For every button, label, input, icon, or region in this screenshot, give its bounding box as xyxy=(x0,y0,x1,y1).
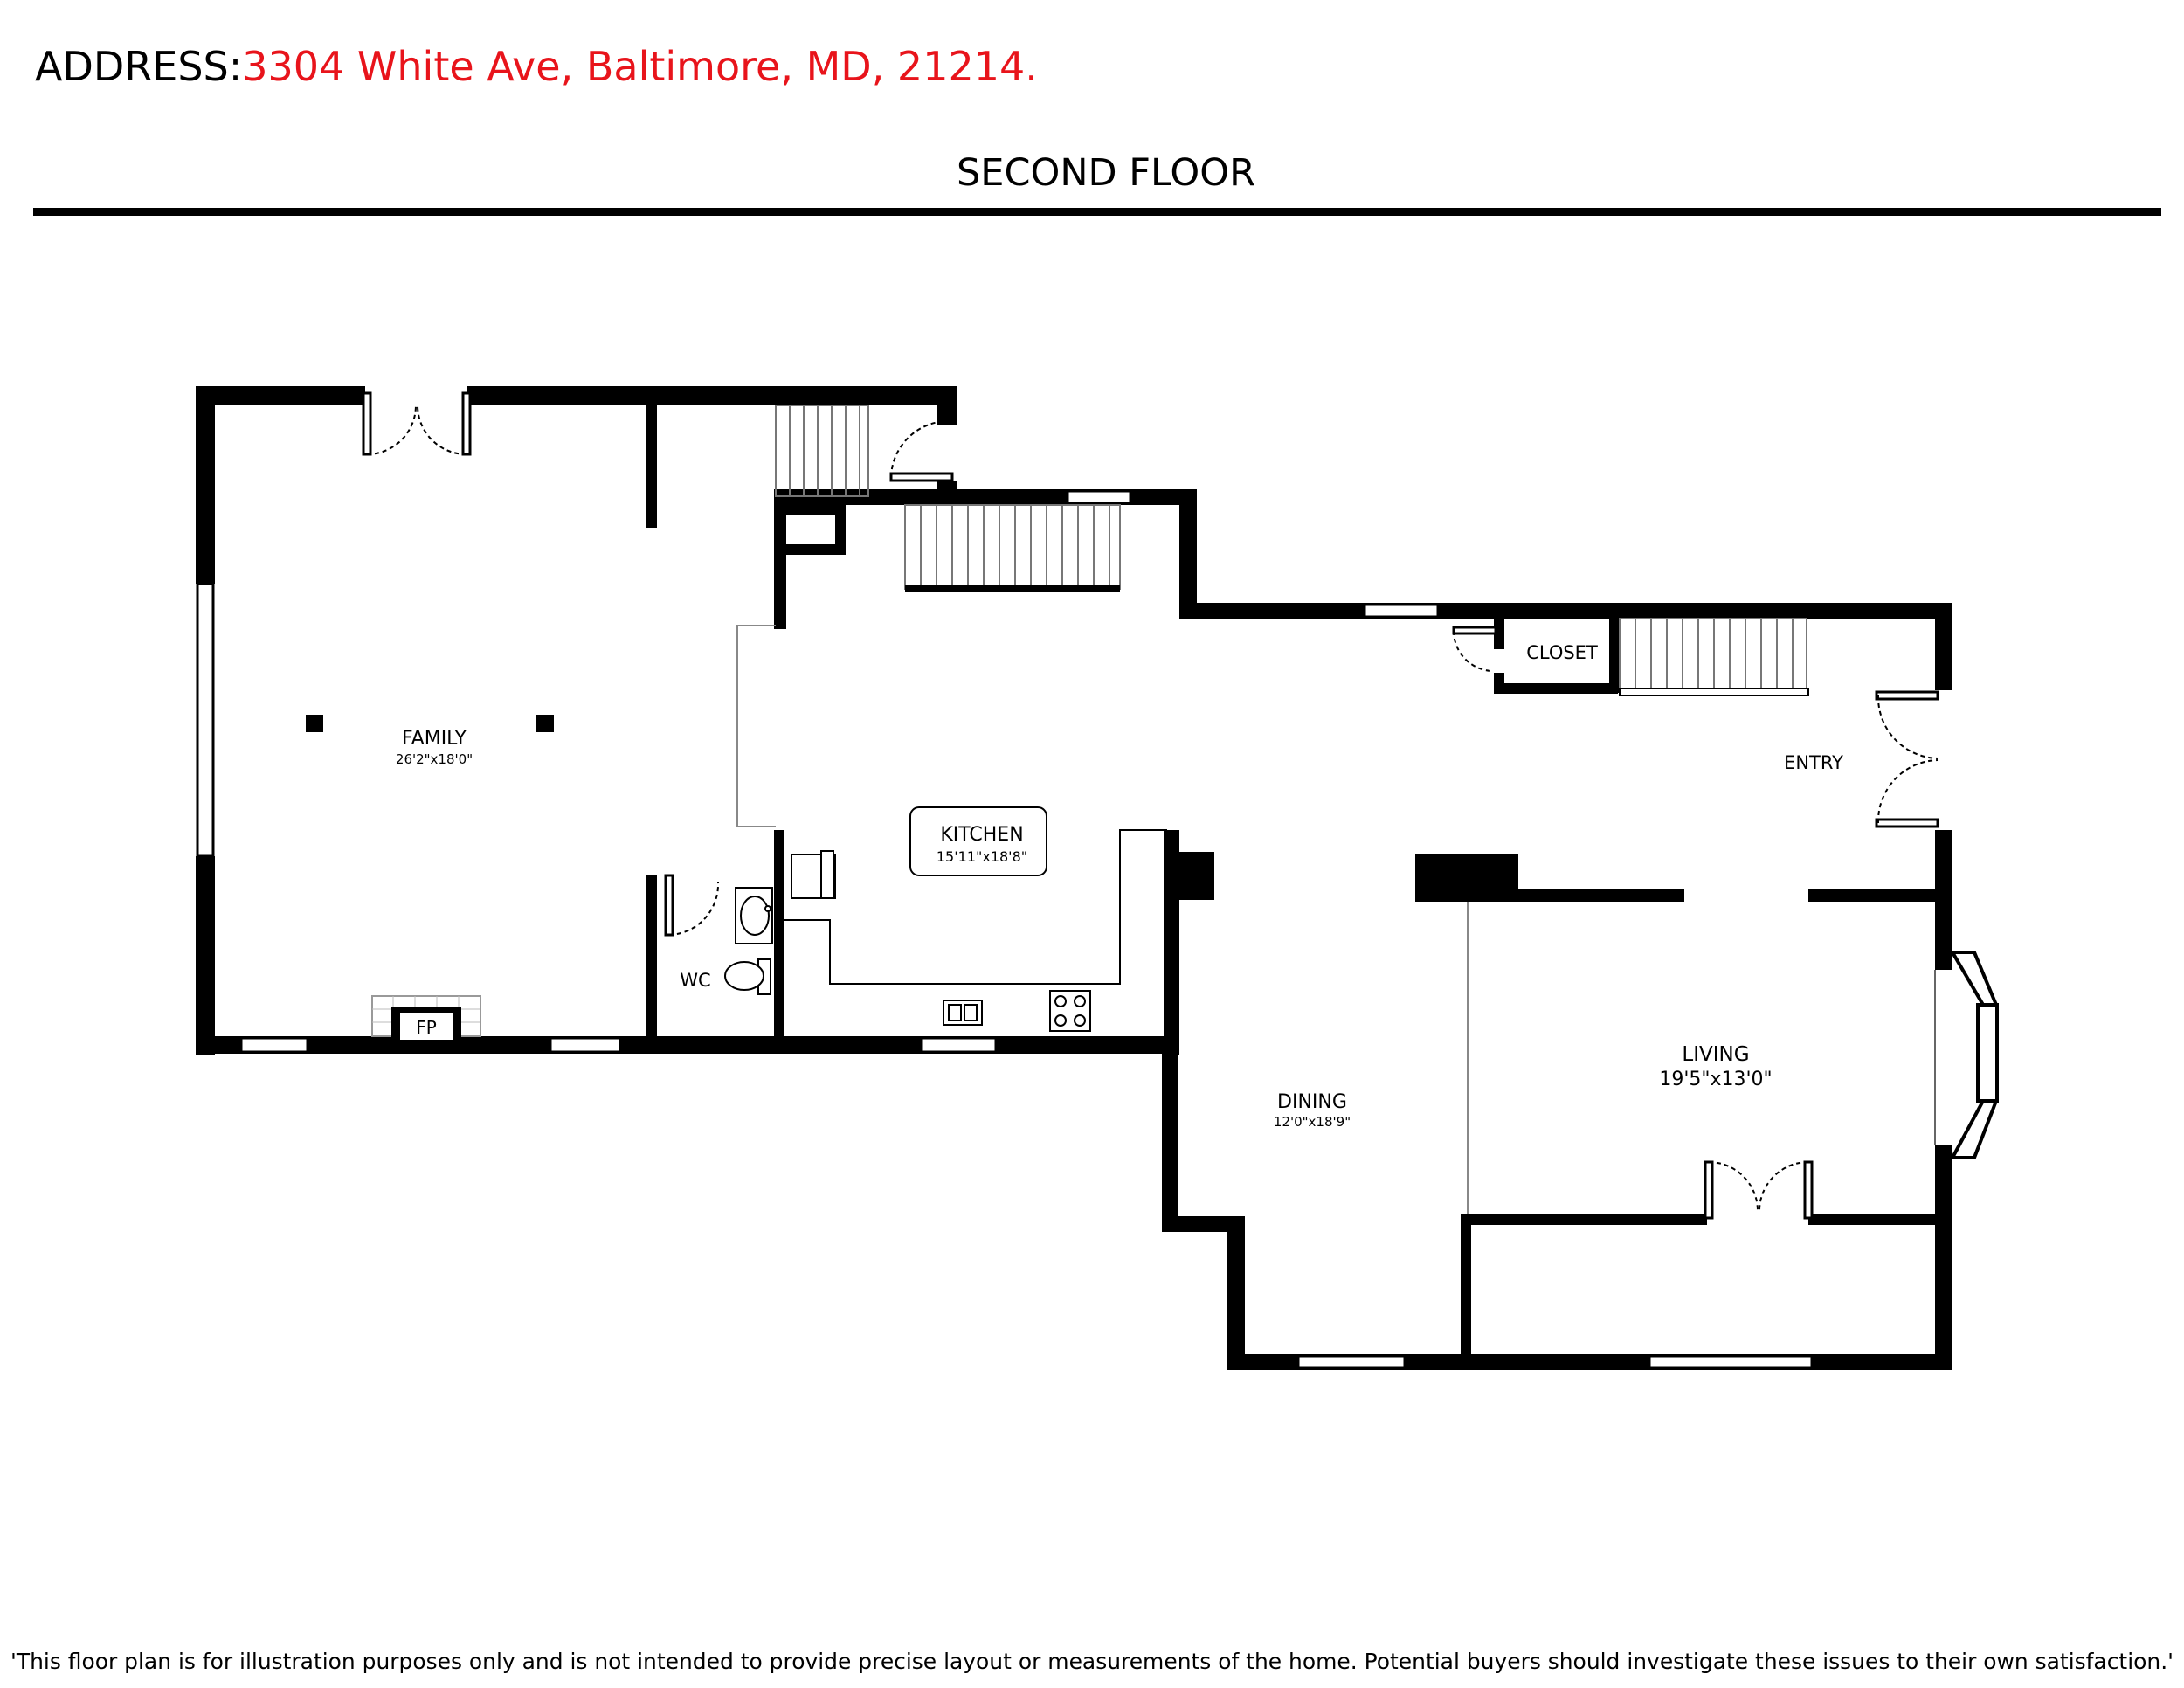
stair-tread-edge xyxy=(1619,688,1809,696)
kitchen-dims: 15'11"x18'8" xyxy=(936,848,1027,865)
disclaimer: 'This floor plan is for illustration pur… xyxy=(10,1649,2174,1674)
header-rule xyxy=(33,208,2161,216)
dining-dims: 12'0"x18'9" xyxy=(1274,1114,1351,1130)
address-value: 3304 White Ave, Baltimore, MD, 21214. xyxy=(242,43,1038,90)
wall xyxy=(1461,1214,1471,1354)
wall xyxy=(1461,1214,1707,1225)
fp-label: FP xyxy=(416,1017,437,1038)
stair-tread-edge xyxy=(905,585,1120,592)
wall xyxy=(1609,616,1620,693)
wall xyxy=(1935,891,1952,970)
wall xyxy=(1808,1214,1952,1225)
wall xyxy=(1415,854,1518,891)
windows xyxy=(196,489,1814,1370)
window xyxy=(1296,1354,1406,1370)
wall xyxy=(1179,489,1197,619)
wall xyxy=(774,544,844,555)
column xyxy=(536,715,554,732)
wall xyxy=(937,386,957,425)
wall xyxy=(196,856,215,1055)
wc-label: WC xyxy=(680,970,710,991)
floor-title: SECOND FLOOR xyxy=(957,151,1255,195)
window xyxy=(239,1036,309,1054)
wall xyxy=(646,405,657,528)
living-dims: 19'5"x13'0" xyxy=(1659,1069,1772,1090)
window xyxy=(1363,603,1440,619)
wall xyxy=(1162,1216,1242,1232)
wall xyxy=(1179,603,1952,619)
wall xyxy=(467,386,957,405)
wall xyxy=(1808,889,1952,902)
window xyxy=(196,582,215,858)
stairs xyxy=(775,405,1807,693)
wall xyxy=(1164,830,1179,1055)
wall xyxy=(1935,830,1952,891)
bay-window xyxy=(1934,951,1999,1159)
wall xyxy=(1494,616,1504,649)
wall xyxy=(937,481,950,493)
closet-label: CLOSET xyxy=(1526,642,1598,663)
address-label: ADDRESS:3304 White Ave, Baltimore, MD, 2… xyxy=(35,43,1038,90)
window xyxy=(549,1036,622,1054)
wall xyxy=(1415,889,1684,902)
fireplace: FP xyxy=(371,995,481,1040)
wall xyxy=(196,1036,1171,1054)
doors xyxy=(362,391,1939,1220)
window xyxy=(919,1036,998,1054)
walls xyxy=(196,386,1952,1370)
family-dims: 26'2"x18'0" xyxy=(396,751,473,767)
window xyxy=(1648,1354,1814,1370)
address-label-text: ADDRESS: xyxy=(35,43,242,90)
wall xyxy=(774,502,844,515)
openings xyxy=(736,625,1469,1214)
wall xyxy=(774,502,786,629)
column xyxy=(306,715,323,732)
wall xyxy=(1227,1216,1245,1370)
kitchen-island xyxy=(909,806,1047,876)
kitchen-label: KITCHEN xyxy=(940,824,1023,846)
wall xyxy=(1162,1040,1178,1232)
wall xyxy=(1935,603,1952,690)
family-label: FAMILY xyxy=(402,728,467,750)
wall xyxy=(774,830,784,1043)
wall xyxy=(1179,852,1214,900)
window xyxy=(1066,489,1132,505)
wall xyxy=(835,502,846,555)
wall xyxy=(196,386,365,405)
wc-fixtures xyxy=(724,887,773,995)
living-label: LIVING xyxy=(1682,1043,1749,1066)
wall xyxy=(196,386,215,584)
wall xyxy=(1494,683,1618,694)
entry-label: ENTRY xyxy=(1784,752,1843,773)
wall xyxy=(1935,1145,1952,1370)
dining-label: DINING xyxy=(1277,1091,1347,1113)
kitchen-counters xyxy=(784,829,1167,1032)
wall xyxy=(646,875,657,1045)
